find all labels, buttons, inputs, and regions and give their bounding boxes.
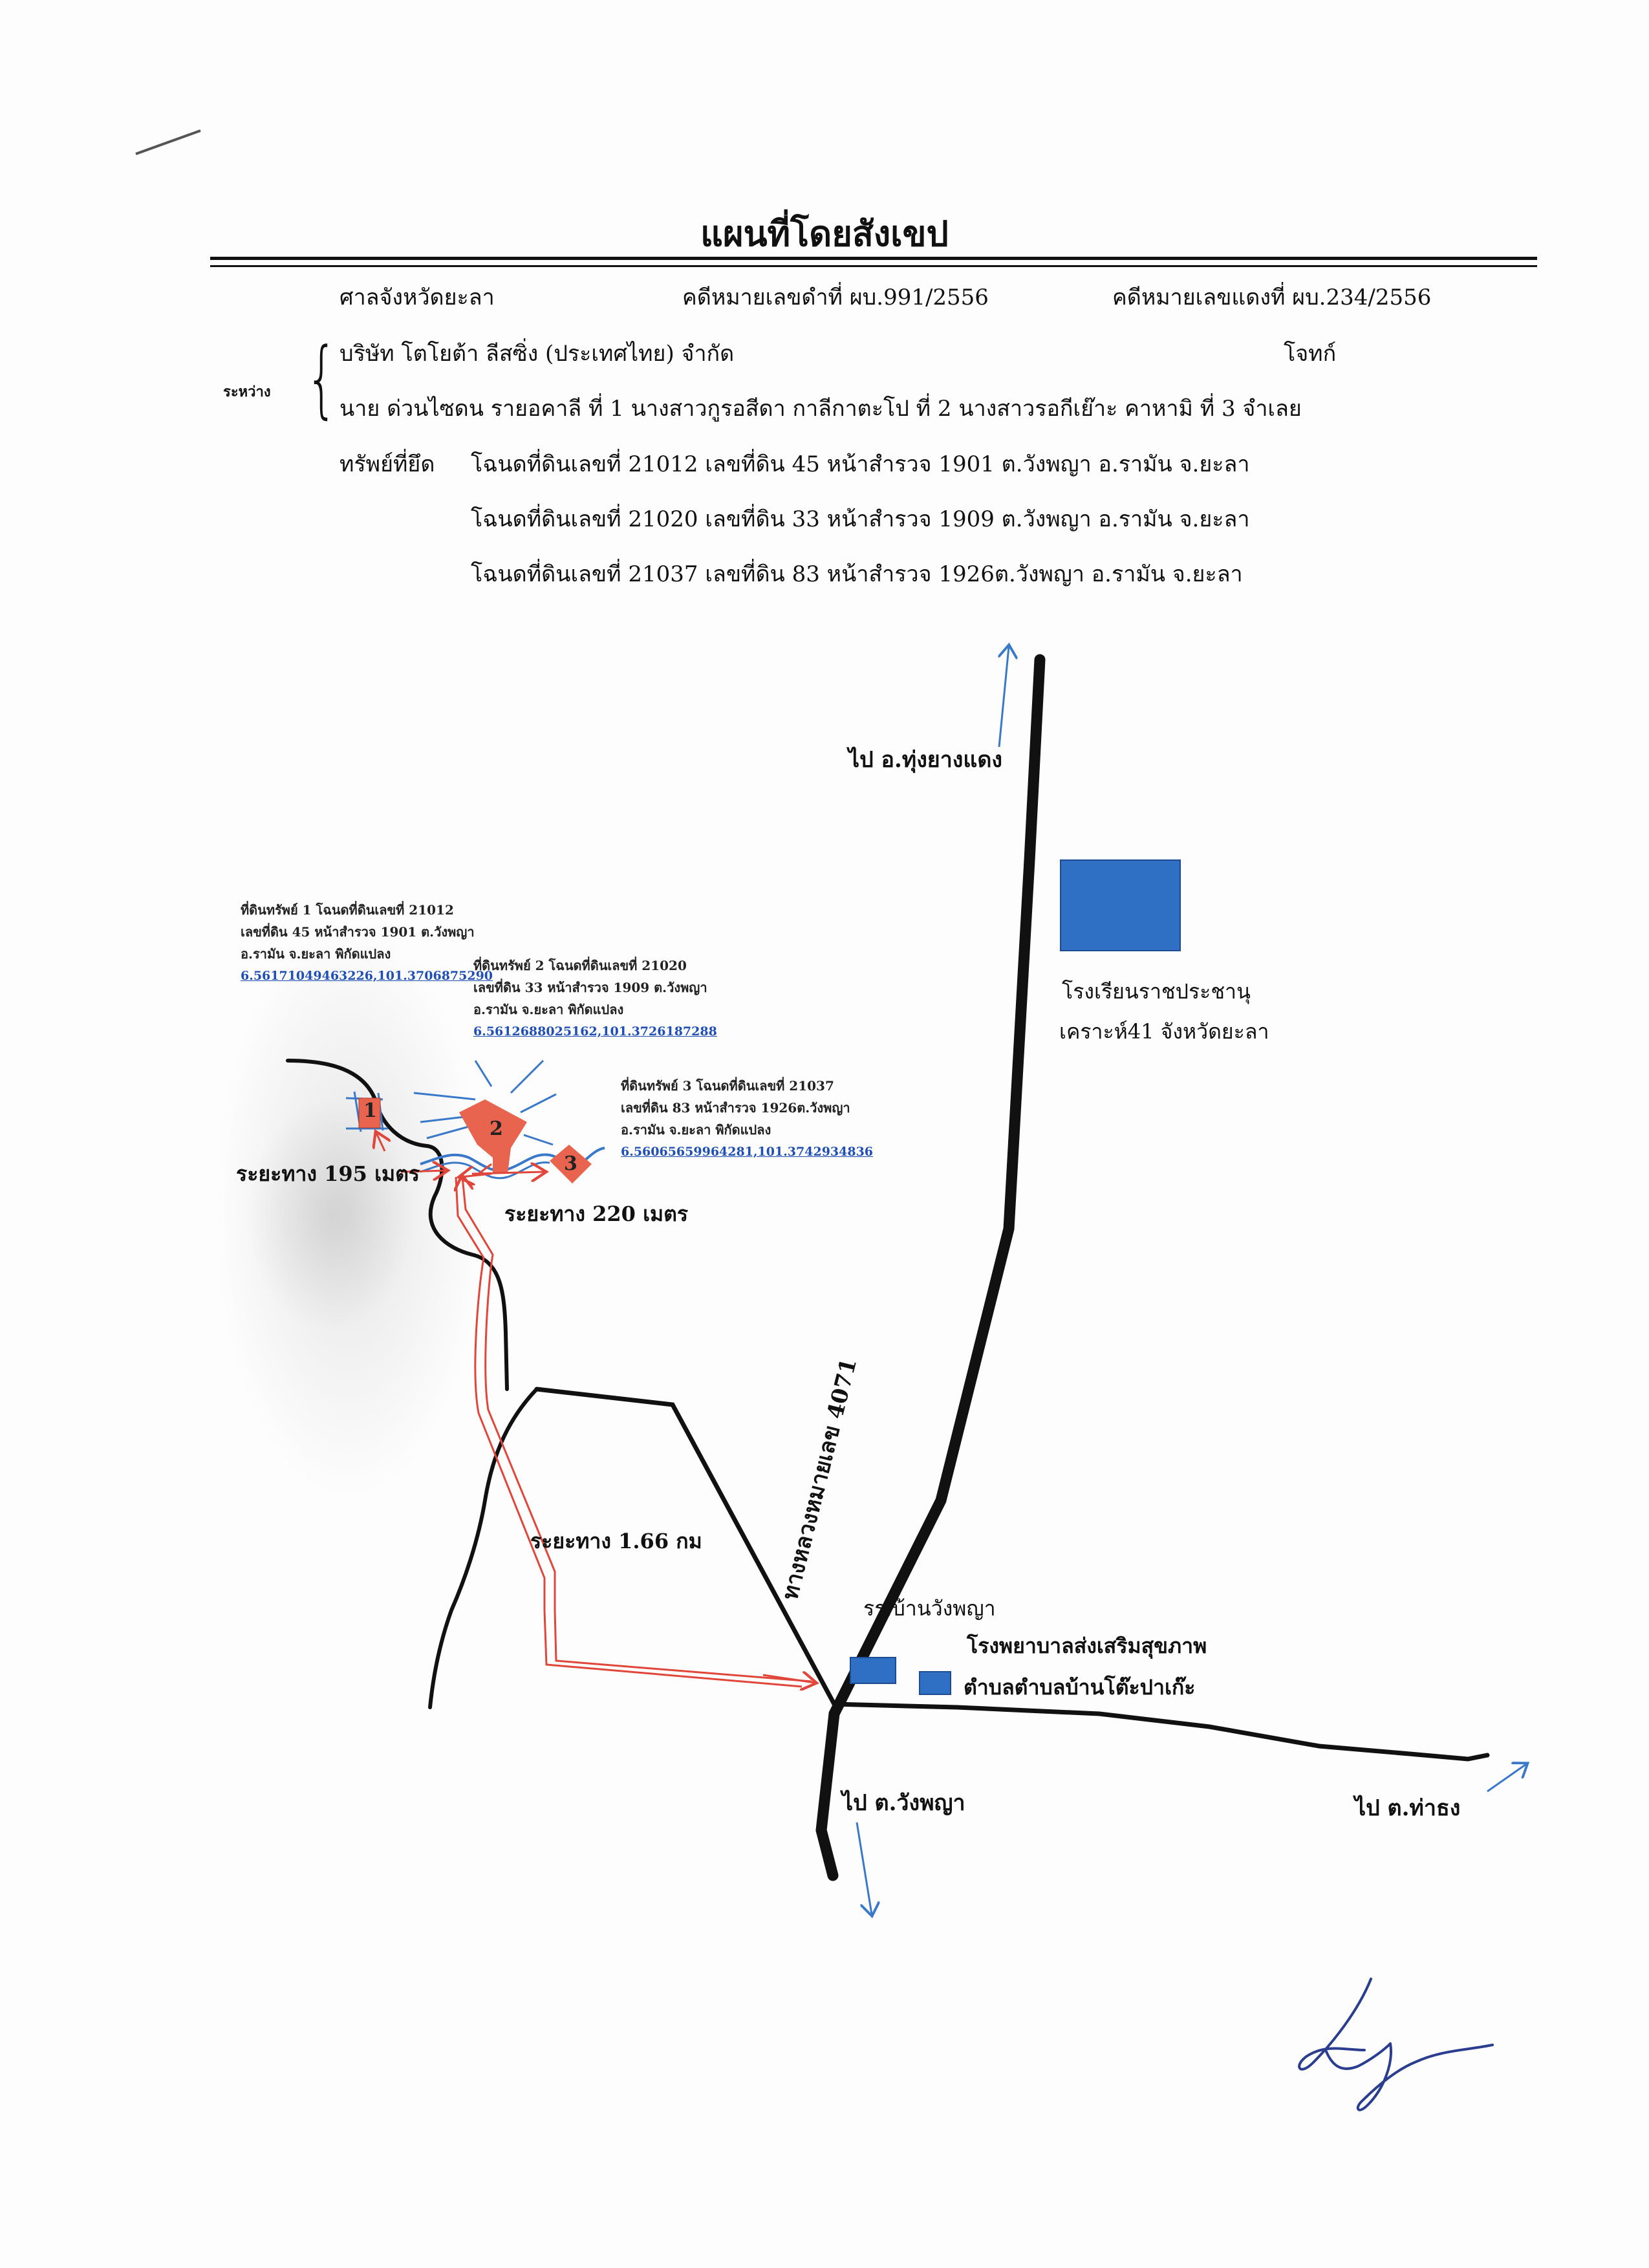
deed-1: โฉนดที่ดินเลขที่ 21012 เลขที่ดิน 45 หน้า…	[471, 451, 1250, 477]
label-to-tha-thong: ไป ต.ท่าธง	[1355, 1795, 1461, 1821]
deed-3: โฉนดที่ดินเลขที่ 21037 เลขที่ดิน 83 หน้า…	[471, 561, 1243, 587]
plot-1-note: ที่ดินทรัพย์ 1 โฉนดที่ดินเลขที่ 21012 เล…	[241, 899, 493, 987]
school-ratchaprachanu-building	[1060, 859, 1181, 951]
route-arrow-220	[471, 1172, 544, 1174]
plot-3-shape	[550, 1145, 592, 1183]
defendants: นาย ด่วนไซดน รายอคาลี ที่ 1 นางสาวกูรอสี…	[339, 396, 1302, 422]
plot-3-number: 3	[564, 1152, 577, 1175]
east-arrow	[1487, 1764, 1526, 1793]
title-rule	[210, 257, 1537, 260]
deed-2: โฉนดที่ดินเลขที่ 21020 เลขที่ดิน 33 หน้า…	[471, 506, 1250, 532]
label-distance-195m: ระยะทาง 195 เมตร	[236, 1161, 420, 1186]
red-case-number: คดีหมายเลขแดงที่ ผบ.234/2556	[1112, 285, 1432, 310]
plaintiff-role: โจทก์	[1284, 341, 1337, 367]
label-school-ban-wang-phaya: รร.บ้านวังพญา	[863, 1596, 996, 1621]
scan-mark	[135, 129, 201, 155]
south-arrow	[856, 1822, 872, 1914]
plot-3-line: อ.รามัน จ.ยะลา พิกัดแปลง	[621, 1122, 771, 1138]
between-label: ระหว่าง	[223, 383, 271, 400]
route-to-plots	[462, 1177, 812, 1683]
plot-3-note: ที่ดินทรัพย์ 3 โฉนดที่ดินเลขที่ 21037 เล…	[621, 1075, 873, 1163]
plot-1-line: อ.รามัน จ.ยะลา พิกัดแปลง	[241, 946, 391, 962]
court-name: ศาลจังหวัดยะลา	[339, 285, 495, 310]
plot-2-number: 2	[490, 1118, 503, 1140]
label-school-ratchaprachanu-2: เคราะห์41 จังหวัดยะลา	[1059, 1019, 1269, 1044]
route-arrow-hwy	[762, 1675, 815, 1683]
label-distance-1-66km: ระยะทาง 1.66 กม	[530, 1529, 702, 1553]
plot-3-coordinates-link[interactable]: 6.56065659964281,101.3742934836	[621, 1145, 874, 1159]
plot-2-line: ที่ดินทรัพย์ 2 โฉนดที่ดินเลขที่ 21020	[473, 958, 687, 973]
plot-boundary-lines	[345, 1059, 557, 1146]
route-arrow-195	[400, 1171, 446, 1172]
label-school-ratchaprachanu-1: โรงเรียนราชประชานุ	[1062, 979, 1251, 1004]
route-arrow-plot1	[376, 1133, 385, 1152]
plot-3-line: ที่ดินทรัพย์ 3 โฉนดที่ดินเลขที่ 21037	[621, 1078, 834, 1094]
label-hospital-2: ตำบลตำบลบ้านโต๊ะปาเก๊ะ	[964, 1675, 1196, 1700]
black-case-number: คดีหมายเลขดำที่ ผบ.991/2556	[682, 285, 989, 310]
hospital-building	[919, 1671, 951, 1695]
page-title: แผนที่โดยสังเขป	[700, 213, 949, 254]
label-hospital-1: โรงพยาบาลส่งเสริมสุขภาพ	[967, 1634, 1207, 1658]
plot-1-line: ที่ดินทรัพย์ 1 โฉนดที่ดินเลขที่ 21012	[241, 902, 454, 918]
label-to-wang-phaya: ไป ต.วังพญา	[842, 1790, 965, 1816]
brace-icon: {	[305, 329, 338, 427]
plot-1-number: 1	[363, 1099, 377, 1122]
signature-mark	[1298, 1978, 1494, 2111]
plot-2-line: เลขที่ดิน 33 หน้าสำรวจ 1909 ต.วังพญา	[473, 980, 707, 995]
seized-label: ทรัพย์ที่ยึด	[339, 451, 435, 477]
label-to-thung-yang-daeng: ไป อ.ทุ่งยางแดง	[848, 747, 1002, 773]
plot-3-line: เลขที่ดิน 83 หน้าสำรวจ 1926ต.วังพญา	[621, 1100, 850, 1116]
plot-2-line: อ.รามัน จ.ยะลา พิกัดแปลง	[473, 1002, 624, 1017]
route-arrow-plot2	[478, 1163, 492, 1175]
plaintiff-name: บริษัท โตโยต้า ลีสซิ่ง (ประเทศไทย) จำกัด	[339, 341, 735, 367]
label-distance-220m: ระยะทาง 220 เมตร	[504, 1202, 689, 1226]
branch-road	[428, 1387, 539, 1709]
route-reverse-line	[455, 1176, 803, 1688]
plot-2-note: ที่ดินทรัพย์ 2 โฉนดที่ดินเลขที่ 21020 เล…	[473, 955, 717, 1042]
north-arrow	[999, 647, 1009, 748]
plot-1-line: เลขที่ดิน 45 หน้าสำรวจ 1901 ต.วังพญา	[241, 924, 475, 940]
plot-2-shape	[459, 1099, 527, 1174]
plot-1-shape	[358, 1097, 381, 1129]
plot-2-coordinates-link[interactable]: 6.5612688025162,101.3726187288	[473, 1024, 717, 1039]
east-west-road	[534, 1387, 1490, 1762]
route-arrow-back	[460, 1174, 492, 1177]
title-rule-thin	[210, 265, 1537, 267]
highway-4071-road	[815, 654, 1046, 1881]
plot-1-coordinates-link[interactable]: 6.56171049463226,101.3706875290	[241, 969, 493, 983]
school-ban-wang-phaya-building	[850, 1657, 896, 1684]
scan-smudge	[213, 918, 485, 1500]
